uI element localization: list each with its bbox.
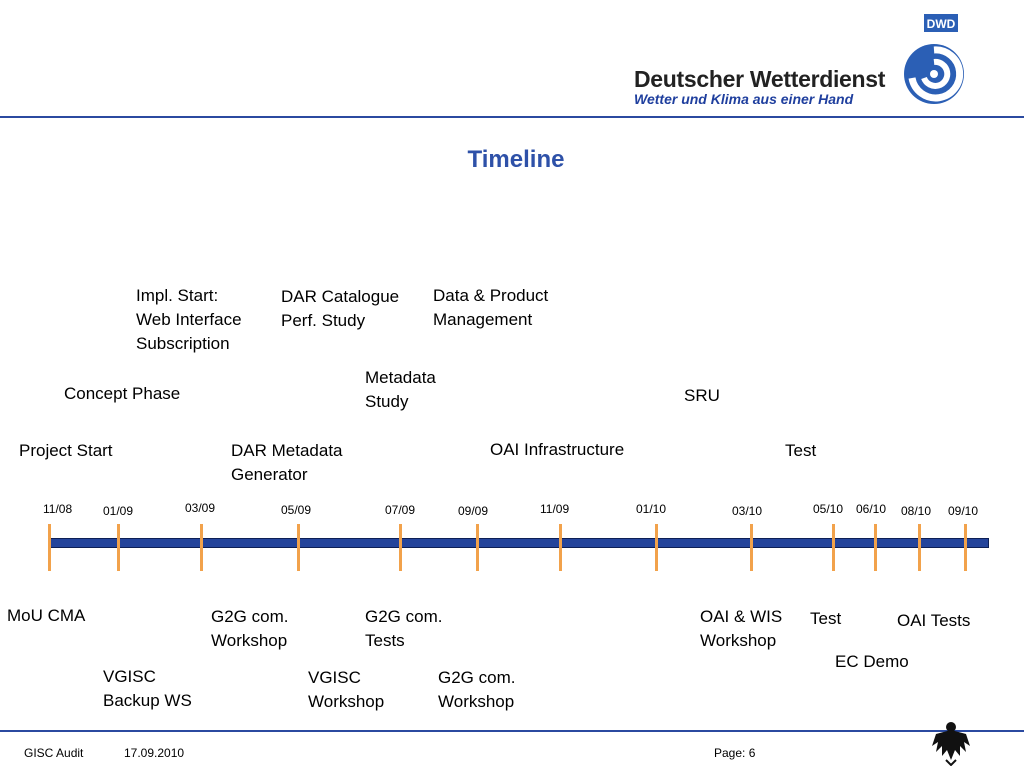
date-label: 11/09 [540,502,570,516]
event-g2g-workshop-1: G2G com. Workshop [211,607,289,650]
date-label: 06/10 [856,502,887,516]
page-title: Timeline [467,146,565,173]
footer-left-text: GISC Audit [24,746,84,760]
date-label: 05/09 [281,503,312,517]
event-dar-metadata: DAR Metadata Generator [231,441,343,484]
event-oai-infrastructure: OAI Infrastructure [490,440,625,459]
timeline-tick [874,524,877,571]
footer-date: 17.09.2010 [124,746,185,760]
date-label: 01/09 [103,504,134,518]
timeline-tick [832,524,835,571]
footer-page: Page: 6 [714,746,756,760]
timeline-tick [297,524,300,571]
dwd-logo: DWD [898,14,968,106]
event-test-lower: Test [810,609,842,628]
event-sru: SRU [684,386,720,405]
event-g2g-workshop-2: G2G com. Workshop [438,668,516,711]
brand-name: Deutscher Wetterdienst [634,66,886,92]
timeline-tick [655,524,658,571]
event-dar-catalogue: DAR Catalogue Perf. Study [281,287,400,330]
event-metadata-study: Metadata Study [365,368,436,411]
event-vgisc-workshop: VGISC Workshop [308,668,385,711]
timeline-bar [49,538,989,548]
logo-text: DWD [927,17,956,31]
event-project-start: Project Start [19,441,113,460]
event-oai-wis-workshop: OAI & WIS Workshop [700,607,783,650]
event-data-product: Data & Product Management [433,286,549,329]
event-test-upper: Test [785,441,817,460]
timeline-tick [750,524,753,571]
date-label: 09/10 [948,504,979,518]
date-label: 09/09 [458,504,489,518]
event-impl-start: Impl. Start: Web Interface Subscription [136,286,242,353]
timeline-tick [399,524,402,571]
footer-rule [0,730,1024,732]
brand-tagline: Wetter und Klima aus einer Hand [634,91,854,107]
date-label: 01/10 [636,502,667,516]
date-label: 07/09 [385,503,416,517]
event-g2g-tests: G2G com. Tests [365,607,443,650]
header-rule [0,116,1024,118]
federal-eagle-icon [930,720,972,767]
timeline-tick [964,524,967,571]
timeline-tick [200,524,203,571]
event-mou-cma: MoU CMA [7,606,86,625]
timeline-tick [48,524,51,571]
date-label: 03/10 [732,504,763,518]
date-label: 05/10 [813,502,844,516]
timeline-tick [918,524,921,571]
event-concept-phase: Concept Phase [64,384,181,403]
timeline-tick [476,524,479,571]
timeline-tick [559,524,562,571]
event-ec-demo: EC Demo [835,652,909,671]
date-label: 08/10 [901,504,932,518]
timeline-tick [117,524,120,571]
date-label: 11/08 [43,502,73,516]
event-oai-tests: OAI Tests [897,611,971,630]
event-vgisc-backup: VGISC Backup WS [103,667,192,710]
date-label: 03/09 [185,501,216,515]
